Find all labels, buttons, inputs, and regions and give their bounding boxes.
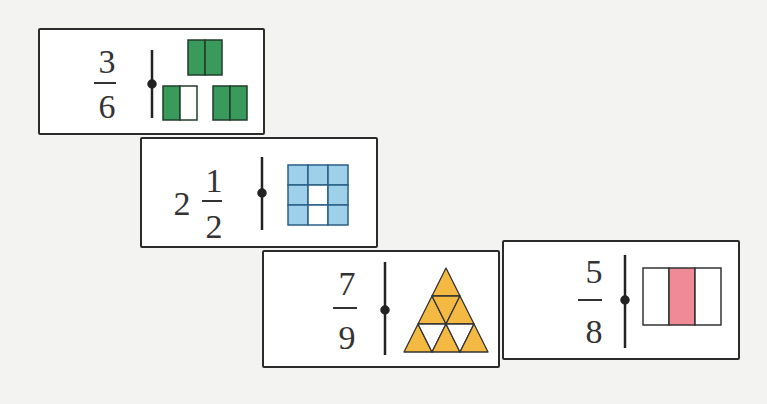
orange-triangle xyxy=(404,268,488,352)
square-half xyxy=(188,40,205,75)
fraction-bar xyxy=(202,200,222,202)
card-grounds xyxy=(38,28,740,368)
divider-dot xyxy=(622,297,629,304)
fraction-number: 7 xyxy=(339,267,356,301)
triangle-part xyxy=(446,296,474,324)
fraction-number: 9 xyxy=(339,321,356,355)
grid-cell xyxy=(308,165,328,185)
strip-part xyxy=(695,268,721,325)
fraction-bar xyxy=(94,82,116,84)
square-half xyxy=(180,86,197,120)
fraction-bar xyxy=(578,299,602,301)
square-half xyxy=(163,86,180,120)
fraction-bars xyxy=(94,83,602,308)
card-dividers xyxy=(149,50,629,355)
fraction-number: 5 xyxy=(586,255,603,289)
grid-cell xyxy=(328,185,348,205)
divider-dot xyxy=(382,307,389,314)
fraction-number: 2 xyxy=(206,210,223,244)
card-ground xyxy=(140,137,378,248)
fraction-bar xyxy=(333,307,357,309)
green-squares xyxy=(163,40,247,120)
fraction-number: 1 xyxy=(206,164,223,198)
card-ground xyxy=(502,240,740,360)
fraction-number: 3 xyxy=(99,45,116,79)
square-half xyxy=(213,86,230,120)
fraction-number: 8 xyxy=(586,315,603,349)
domino-card: 58 xyxy=(502,240,740,360)
grid-cell xyxy=(308,205,328,225)
card-ground xyxy=(262,250,500,368)
triangle-part xyxy=(460,324,488,352)
divider-dot xyxy=(149,81,156,88)
grid-cell xyxy=(288,185,308,205)
grid-cell xyxy=(288,165,308,185)
grid-cell xyxy=(288,205,308,225)
fraction-number: 2 xyxy=(174,187,191,221)
grid-cell xyxy=(328,165,348,185)
grid-cell xyxy=(328,205,348,225)
grid-cell xyxy=(308,185,328,205)
card-ground xyxy=(38,28,265,135)
strip-part xyxy=(643,268,669,325)
pink-strip-rectangle xyxy=(643,268,721,325)
blue-grid xyxy=(288,165,348,225)
domino-card: 79 xyxy=(262,250,500,368)
domino-card: 212 xyxy=(140,137,378,248)
divider-dot xyxy=(259,190,266,197)
triangle-part xyxy=(432,268,460,296)
fraction-number: 6 xyxy=(99,90,116,124)
square-half xyxy=(205,40,222,75)
strip-part xyxy=(669,268,695,325)
square-half xyxy=(230,86,247,120)
domino-card: 36 xyxy=(38,28,265,135)
